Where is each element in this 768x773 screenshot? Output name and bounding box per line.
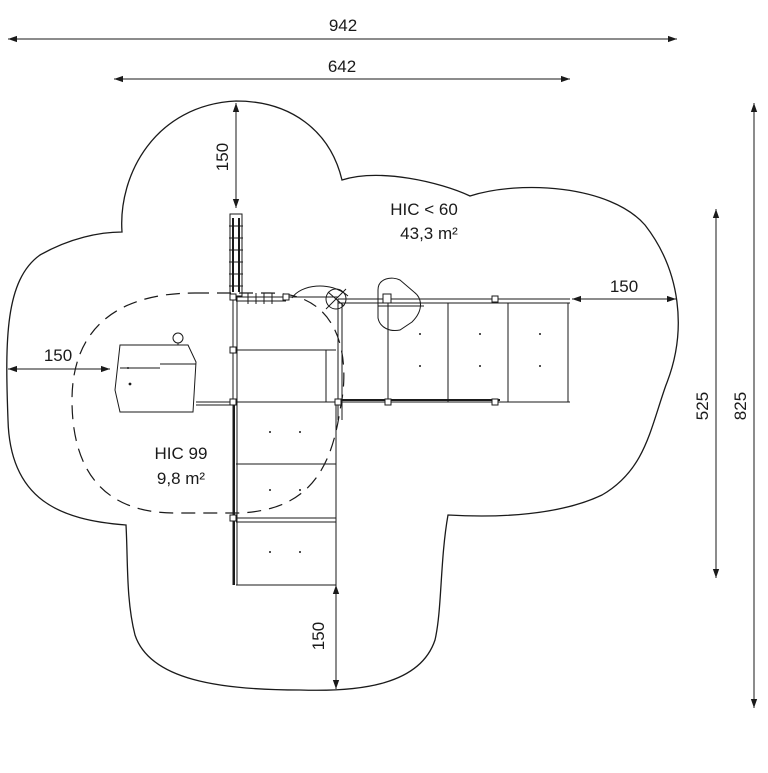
left-tower-platforms bbox=[232, 297, 337, 586]
dim-clearance-left: 150 bbox=[44, 346, 72, 365]
safety-zone-outline bbox=[6, 100, 679, 691]
cabin-roof bbox=[377, 277, 424, 331]
bolt-dots bbox=[127, 333, 541, 553]
climbing-net bbox=[229, 213, 243, 297]
zone-small-hic: HIC 99 bbox=[155, 444, 208, 463]
play-structure bbox=[114, 213, 570, 586]
zone-small-area: 9,8 m² bbox=[157, 469, 206, 488]
dim-structure-depth: 525 bbox=[693, 392, 712, 420]
right-walkway bbox=[337, 298, 570, 420]
dim-clearance-bottom: 150 bbox=[309, 622, 328, 650]
dim-structure-width: 642 bbox=[328, 57, 356, 76]
zone-large-area: 43,3 m² bbox=[400, 224, 458, 243]
zone-large-hic: HIC < 60 bbox=[390, 200, 458, 219]
dim-overall-width: 942 bbox=[329, 16, 357, 35]
dim-clearance-right: 150 bbox=[610, 277, 638, 296]
posts bbox=[229, 293, 499, 522]
dimension-lines bbox=[8, 35, 758, 708]
dim-clearance-top: 150 bbox=[213, 143, 232, 171]
dim-overall-depth: 825 bbox=[731, 392, 750, 420]
play-house bbox=[114, 332, 236, 413]
small-safety-zone bbox=[71, 292, 345, 514]
